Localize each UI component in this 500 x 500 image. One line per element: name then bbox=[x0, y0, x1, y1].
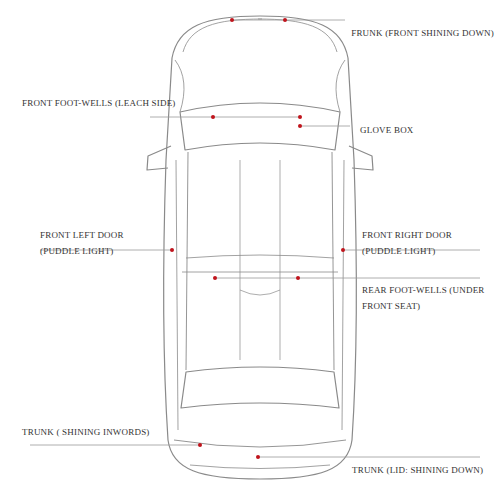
part-label: FRONT FOOT-WELLS (LEACH SIDE) bbox=[22, 96, 176, 112]
part-label: FRONT RIGHT DOOR (PUDDLE LIGHT) bbox=[362, 228, 478, 260]
part-label: GLOVE BOX bbox=[360, 123, 414, 139]
light-dots bbox=[170, 18, 345, 459]
part-label: REAR FOOT-WELLS (UNDER FRONT SEAT) bbox=[362, 283, 488, 315]
part-label: FRUNK (FRONT SHINING DOWN) bbox=[351, 26, 494, 42]
part-label: TRUNK (LID: SHINING DOWN) bbox=[352, 463, 483, 479]
part-label: TRUNK ( SHINING INWORDS) bbox=[22, 425, 150, 441]
car-outline bbox=[147, 16, 373, 479]
leader-lines bbox=[30, 20, 480, 457]
part-label: FRONT LEFT DOOR (PUDDLE LIGHT) bbox=[40, 228, 152, 260]
